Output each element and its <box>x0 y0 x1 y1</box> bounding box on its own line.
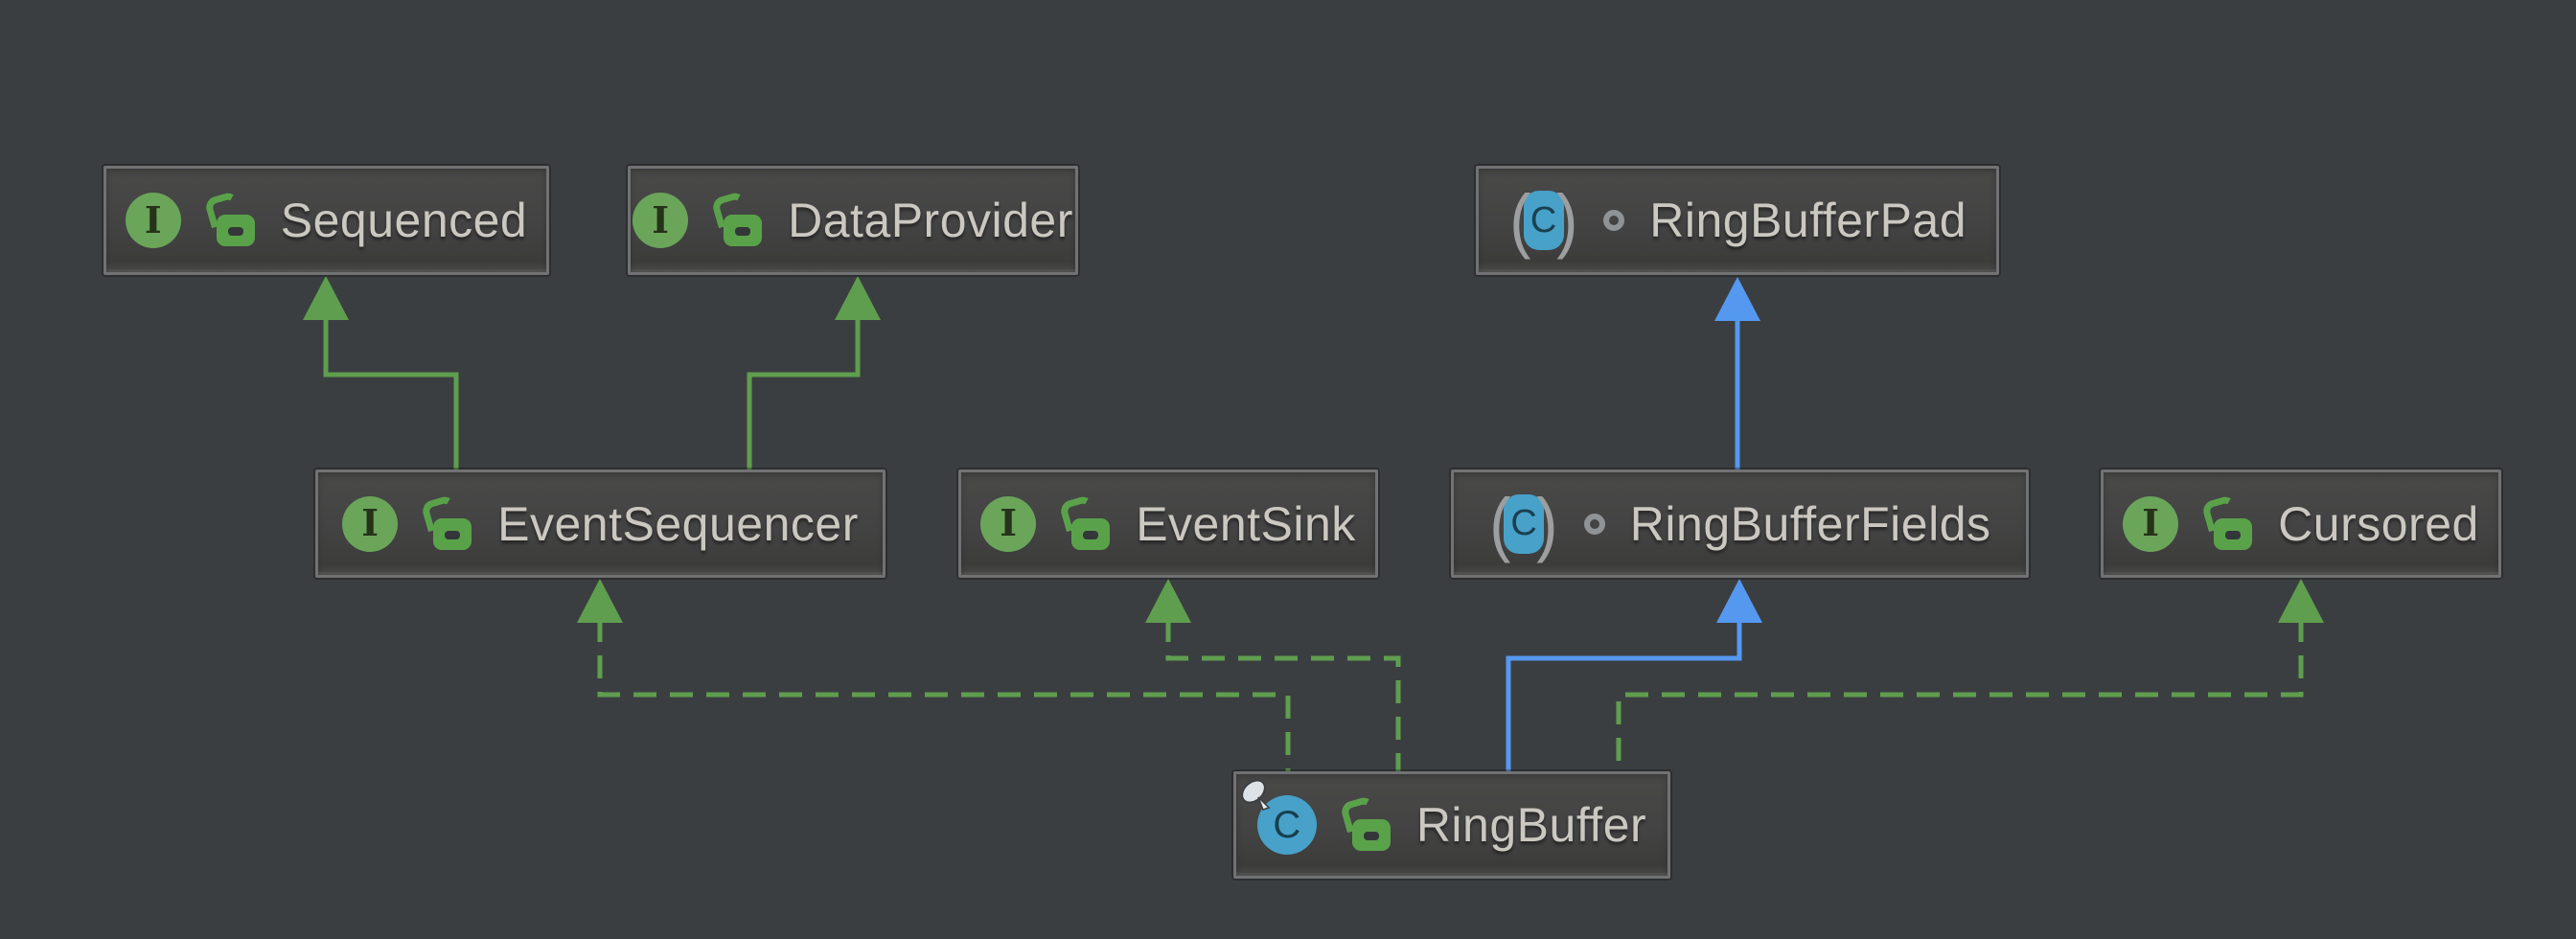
class-letter: C <box>1510 503 1537 543</box>
abstract-class-icon: ( C ) <box>1488 483 1558 563</box>
edge-EventSequencer-to-Sequenced-extends[interactable] <box>303 276 459 471</box>
node-sequenced[interactable]: I Sequenced <box>104 166 549 275</box>
node-label: Cursored <box>2278 496 2479 551</box>
inheritance-arrowhead <box>1145 579 1191 623</box>
interface-icon: I <box>980 495 1037 552</box>
abstract-class-icon: ( C ) <box>1508 180 1578 260</box>
node-label: RingBufferPad <box>1649 194 1967 247</box>
interface-letter: I <box>144 197 162 241</box>
node-label: Sequenced <box>280 194 528 247</box>
abstract-paren-open: ( <box>1489 483 1511 563</box>
interface-letter: I <box>2142 501 2160 544</box>
public-visibility-lock-icon <box>2200 493 2253 551</box>
edge-RingBufferFields-to-RingBufferPad-extends[interactable] <box>1714 277 1760 471</box>
final-class-icon: C <box>1240 779 1317 855</box>
node-label: EventSink <box>1136 496 1356 551</box>
edge-EventSequencer-to-DataProvider-extends[interactable] <box>747 276 881 471</box>
interface-icon: I <box>125 193 181 248</box>
node-event-sequencer[interactable]: I EventSequencer <box>315 470 886 578</box>
public-visibility-lock-icon <box>710 190 763 247</box>
inheritance-arrowhead <box>2278 579 2324 623</box>
inheritance-arrowhead <box>1716 579 1762 623</box>
interface-icon: I <box>632 193 689 248</box>
node-label: DataProvider <box>788 194 1073 247</box>
inheritance-arrowhead <box>835 276 881 320</box>
final-pin-icon <box>1240 779 1271 811</box>
public-visibility-lock-icon <box>420 493 472 551</box>
edge-RingBuffer-to-RingBufferFields-extends[interactable] <box>1506 579 1762 773</box>
abstract-paren-close: ) <box>1536 483 1558 563</box>
node-cursored[interactable]: I Cursored <box>2101 470 2501 578</box>
interface-letter: I <box>1000 501 1018 544</box>
public-visibility-lock-icon <box>1339 794 1392 852</box>
package-private-visibility-icon <box>1603 210 1625 231</box>
node-label: RingBuffer <box>1415 798 1647 852</box>
edge-RingBuffer-to-Cursored-implements[interactable] <box>1616 579 2324 773</box>
package-private-visibility-icon <box>1583 513 1605 535</box>
node-ring-buffer-fields[interactable]: ( C ) RingBufferFields <box>1451 470 2029 578</box>
node-ring-buffer[interactable]: C RingBuffer <box>1233 771 1670 879</box>
edge-RingBuffer-to-EventSink-implements[interactable] <box>1145 579 1401 773</box>
inheritance-arrowhead <box>577 579 623 623</box>
interface-icon: I <box>342 495 399 552</box>
public-visibility-lock-icon <box>203 190 256 247</box>
interface-letter: I <box>361 501 380 544</box>
interface-icon: I <box>2123 495 2179 552</box>
public-visibility-lock-icon <box>1058 493 1111 551</box>
class-letter: C <box>1530 199 1557 240</box>
abstract-paren-open: ( <box>1509 180 1531 260</box>
node-label: EventSequencer <box>497 496 859 551</box>
inheritance-arrowhead <box>303 276 349 320</box>
inheritance-arrowhead <box>1714 277 1760 321</box>
abstract-paren-close: ) <box>1555 180 1578 260</box>
node-ring-buffer-pad[interactable]: ( C ) RingBufferPad <box>1476 166 1999 275</box>
node-data-provider[interactable]: I DataProvider <box>628 166 1078 275</box>
node-event-sink[interactable]: I EventSink <box>958 470 1378 578</box>
interface-letter: I <box>652 197 669 241</box>
edge-RingBuffer-to-EventSequencer-implements[interactable] <box>577 579 1291 773</box>
node-label: RingBufferFields <box>1629 496 1991 551</box>
class-letter: C <box>1273 803 1301 846</box>
